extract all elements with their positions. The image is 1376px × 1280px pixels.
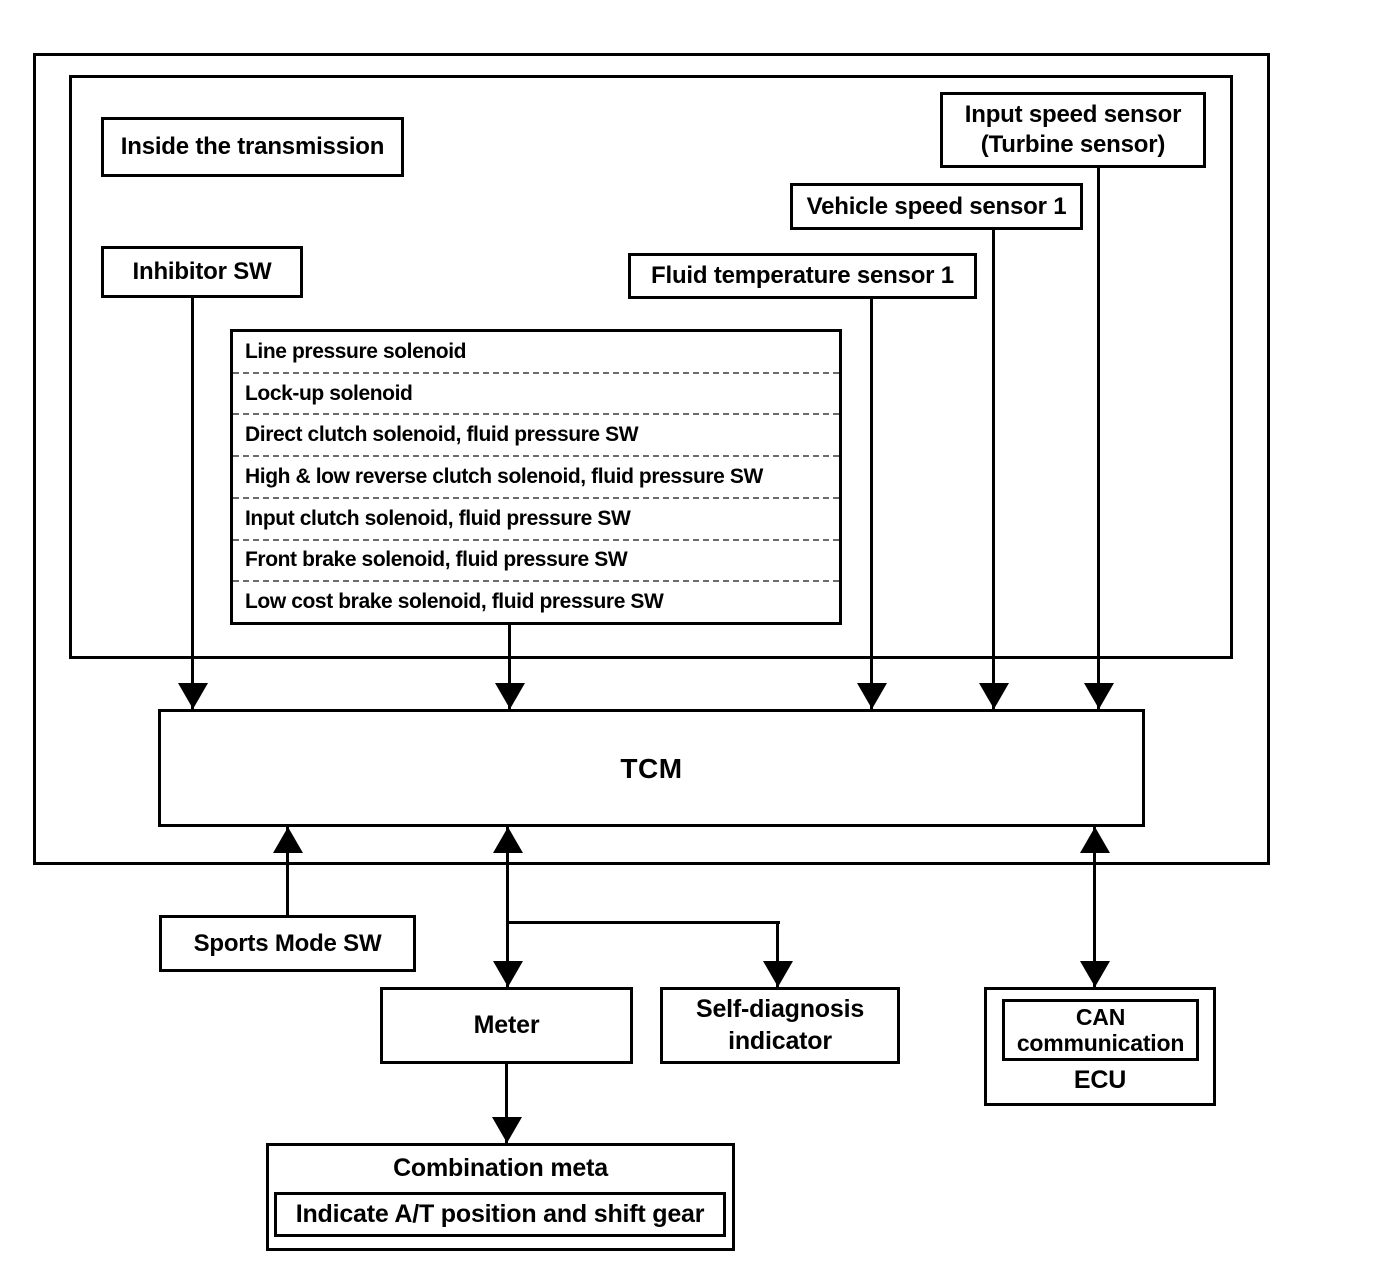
arrowhead-meter-line-tcm (493, 827, 523, 853)
arrowhead-into-combination-meter (492, 1117, 522, 1143)
connector-vehicle-speed-to-tcm (992, 229, 995, 709)
connector-tcm-to-can-ecu (1093, 827, 1096, 987)
connector-fluid-temp-to-tcm (870, 298, 873, 709)
can-communication-box: CAN communication (1002, 999, 1199, 1061)
meter-box: Meter (380, 987, 633, 1064)
fluid-temperature-sensor-box: Fluid temperature sensor 1 (628, 253, 977, 299)
solenoid-item: High & low reverse clutch solenoid, flui… (233, 455, 839, 497)
arrowhead-into-can-ecu (1080, 961, 1110, 987)
combination-meter-title: Combination meta (393, 1154, 608, 1182)
combination-meter-note-box: Indicate A/T position and shift gear (274, 1192, 726, 1237)
arrowhead-input-speed-tcm (1084, 683, 1114, 709)
solenoid-list-box: Line pressure solenoid Lock-up solenoid … (230, 329, 842, 625)
connector-input-speed-to-tcm (1097, 167, 1100, 709)
arrowhead-fluid-temp-tcm (857, 683, 887, 709)
solenoid-item: Lock-up solenoid (233, 371, 839, 414)
tcm-box: TCM (158, 709, 1145, 827)
input-speed-sensor-box: Input speed sensor (Turbine sensor) (940, 92, 1206, 168)
arrowhead-into-meter (493, 961, 523, 987)
connector-meter-to-combination-meter (505, 1064, 508, 1143)
arrowhead-vehicle-speed-tcm (979, 683, 1009, 709)
connector-to-self-diagnosis (776, 921, 779, 987)
can-ecu-box: CAN communication ECU (984, 987, 1216, 1106)
connector-inhibitor-to-tcm (191, 298, 194, 709)
connector-tcm-to-meter (506, 827, 509, 987)
combination-meter-box: Combination meta Indicate A/T position a… (266, 1143, 735, 1251)
arrowhead-into-self-diagnosis (763, 961, 793, 987)
arrowhead-inhibitor-tcm (178, 683, 208, 709)
inhibitor-sw-box: Inhibitor SW (101, 246, 303, 298)
inside-transmission-label: Inside the transmission (101, 117, 404, 177)
solenoid-item: Line pressure solenoid (245, 339, 467, 363)
sports-mode-sw-box: Sports Mode SW (159, 915, 416, 972)
self-diagnosis-indicator-box: Self-diagnosis indicator (660, 987, 900, 1064)
arrowhead-sports-mode-tcm (273, 827, 303, 853)
solenoid-item: Input clutch solenoid, fluid pressure SW (233, 496, 839, 539)
ecu-label: ECU (1073, 1066, 1127, 1094)
connector-branch-to-self-diagnosis (508, 921, 780, 924)
solenoid-item: Front brake solenoid, fluid pressure SW (233, 538, 839, 581)
connector-sports-mode-to-tcm (286, 827, 289, 915)
solenoid-item: Low cost brake solenoid, fluid pressure … (233, 580, 839, 622)
connector-solenoids-to-tcm (508, 625, 511, 709)
vehicle-speed-sensor-box: Vehicle speed sensor 1 (790, 183, 1083, 230)
arrowhead-can-tcm (1080, 827, 1110, 853)
solenoid-item: Direct clutch solenoid, fluid pressure S… (233, 413, 839, 455)
arrowhead-solenoids-tcm (495, 683, 525, 709)
inside-transmission-boundary (69, 75, 1233, 659)
outer-frame (33, 53, 1270, 865)
